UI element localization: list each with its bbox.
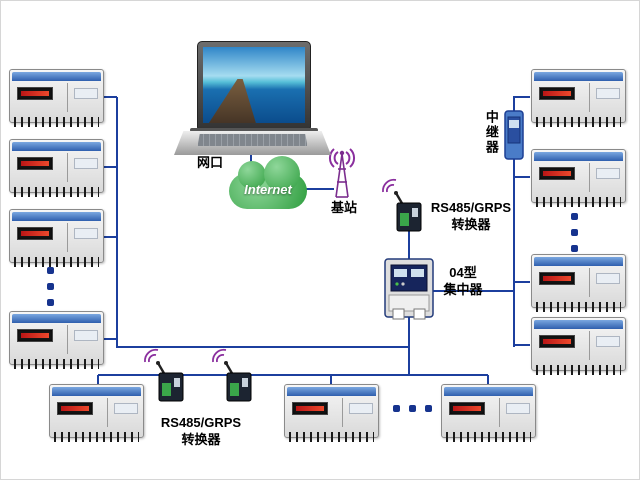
meter-label-strip bbox=[596, 273, 620, 284]
meter-header-strip bbox=[12, 314, 101, 323]
meter-led-display bbox=[17, 157, 53, 170]
concentrator-label: 04型 集中器 bbox=[437, 265, 489, 299]
meter-label-strip bbox=[114, 403, 138, 414]
rs485-converter-icon-center bbox=[381, 178, 423, 233]
meter-label-strip bbox=[596, 88, 620, 99]
rs485-converter-label-bottom: RS485/GRPS 转换器 bbox=[156, 415, 246, 449]
laptop-hinge bbox=[190, 128, 318, 132]
meter-header-strip bbox=[534, 152, 623, 161]
meter-box bbox=[9, 311, 104, 369]
ellipsis-bottom bbox=[393, 405, 432, 412]
meter-box bbox=[284, 384, 379, 442]
meter-box bbox=[9, 209, 104, 267]
meter-terminals bbox=[14, 359, 99, 369]
meter-header-strip bbox=[12, 142, 101, 151]
internet-label: Internet bbox=[244, 182, 292, 197]
meter-led-display bbox=[539, 335, 575, 348]
meter-label-strip bbox=[596, 336, 620, 347]
meter-box bbox=[441, 384, 536, 442]
meter-terminals bbox=[14, 257, 99, 267]
concentrator-label-line2: 集中器 bbox=[443, 281, 483, 297]
meter-box bbox=[531, 69, 626, 127]
meter-terminals bbox=[14, 187, 99, 197]
meter-terminals bbox=[446, 432, 531, 442]
meter-box bbox=[531, 254, 626, 312]
meter-led-display bbox=[57, 402, 93, 415]
concentrator-label-line1: 04型 bbox=[449, 265, 477, 280]
meter-label-strip bbox=[74, 228, 98, 239]
meter-divider bbox=[67, 223, 68, 252]
meter-divider bbox=[342, 398, 343, 427]
meter-terminals bbox=[536, 302, 621, 312]
meter-header-strip bbox=[287, 387, 376, 396]
meter-led-display bbox=[539, 167, 575, 180]
meter-header-strip bbox=[12, 212, 101, 221]
rs485-converter-label-line2: 转换器 bbox=[451, 216, 491, 232]
laptop-wallpaper bbox=[203, 47, 305, 123]
meter-box bbox=[9, 69, 104, 127]
meter-led-display bbox=[449, 402, 485, 415]
concentrator-icon bbox=[384, 258, 434, 320]
rs485-converter-label-line1: RS485/GRPS bbox=[430, 200, 512, 215]
meter-divider bbox=[589, 331, 590, 360]
internet-cloud: Internet bbox=[229, 156, 307, 209]
meter-terminals bbox=[536, 365, 621, 375]
meter-box bbox=[531, 317, 626, 375]
meter-divider bbox=[67, 83, 68, 112]
meter-header-strip bbox=[12, 72, 101, 81]
rs485-converter-label-center: RS485/GRPS 转换器 bbox=[427, 200, 515, 234]
meter-label-strip bbox=[349, 403, 373, 414]
meter-header-strip bbox=[534, 320, 623, 329]
repeater-label: 中继器 bbox=[483, 110, 499, 155]
meter-divider bbox=[67, 153, 68, 182]
laptop-screen bbox=[197, 41, 311, 129]
meter-divider bbox=[589, 268, 590, 297]
meter-header-strip bbox=[534, 257, 623, 266]
meter-led-display bbox=[17, 227, 53, 240]
beach-pier-graphic bbox=[208, 78, 256, 123]
meter-header-strip bbox=[534, 72, 623, 81]
meter-terminals bbox=[289, 432, 374, 442]
repeater-icon bbox=[504, 110, 524, 160]
meter-box bbox=[49, 384, 144, 442]
meter-led-display bbox=[539, 87, 575, 100]
meter-led-display bbox=[17, 87, 53, 100]
meter-label-strip bbox=[74, 330, 98, 341]
meter-divider bbox=[589, 163, 590, 192]
base-station-icon bbox=[328, 148, 356, 198]
laptop bbox=[174, 41, 331, 155]
base-station-label: 基站 bbox=[331, 200, 358, 215]
meter-box bbox=[9, 139, 104, 197]
meter-terminals bbox=[536, 197, 621, 207]
rs485-converter-bottom-line1: RS485/GRPS bbox=[160, 415, 242, 430]
meter-terminals bbox=[54, 432, 139, 442]
meter-terminals bbox=[14, 117, 99, 127]
meter-header-strip bbox=[444, 387, 533, 396]
ellipsis-right bbox=[571, 213, 578, 252]
laptop-keys bbox=[197, 134, 308, 146]
meter-divider bbox=[499, 398, 500, 427]
rs485-converter-bottom-line2: 转换器 bbox=[181, 431, 221, 447]
meter-header-strip bbox=[52, 387, 141, 396]
meter-box bbox=[531, 149, 626, 207]
meter-label-strip bbox=[74, 158, 98, 169]
meter-label-strip bbox=[596, 168, 620, 179]
meter-label-strip bbox=[74, 88, 98, 99]
laptop-keyboard bbox=[174, 131, 331, 155]
ellipsis-left bbox=[47, 267, 54, 306]
meter-led-display bbox=[539, 272, 575, 285]
meter-led-display bbox=[292, 402, 328, 415]
network-port-label: 网口 bbox=[197, 155, 224, 170]
meter-divider bbox=[107, 398, 108, 427]
meter-label-strip bbox=[506, 403, 530, 414]
meter-led-display bbox=[17, 329, 53, 342]
meter-divider bbox=[589, 83, 590, 112]
meter-terminals bbox=[536, 117, 621, 127]
meter-divider bbox=[67, 325, 68, 354]
